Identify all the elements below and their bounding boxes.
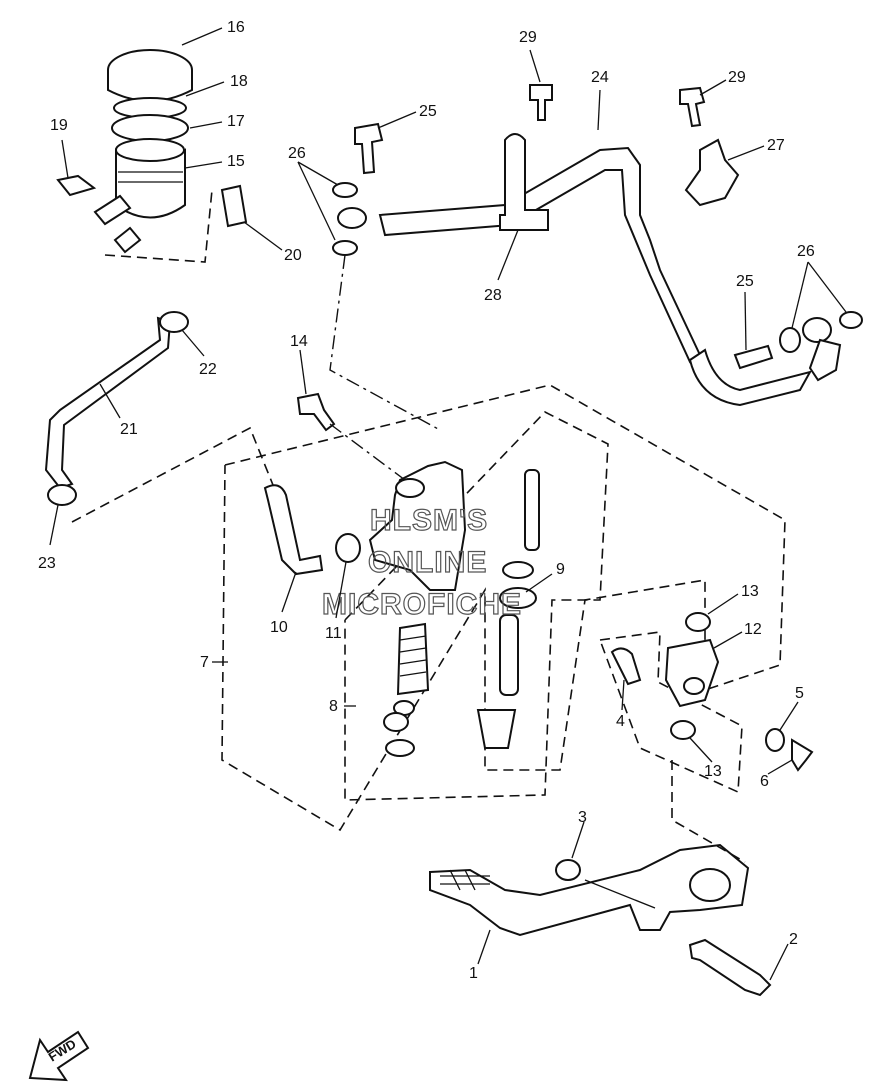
- reservoir-assembly: [56, 49, 248, 263]
- clevis-assembly: [555, 612, 814, 881]
- leader-lines: [49, 27, 847, 981]
- callout-1: 1: [469, 965, 478, 982]
- callout-29-right: 29: [728, 69, 746, 86]
- watermark: HLSM'S ONLINE MICROFICHE: [321, 503, 522, 621]
- watermark-line-3: MICROFICHE: [322, 588, 522, 621]
- callout-18: 18: [230, 73, 248, 90]
- callout-29-top: 29: [519, 29, 537, 46]
- callout-26-right: 26: [797, 243, 815, 260]
- callout-labels: 16 18 17 15 19 20 22 21 23 29 29 24 25 2…: [38, 19, 815, 982]
- reservoir-hose: [44, 311, 276, 523]
- callout-26-left: 26: [288, 145, 306, 162]
- callout-16: 16: [227, 19, 245, 36]
- callout-23: 23: [38, 555, 56, 572]
- watermark-line-1: HLSM'S: [370, 504, 488, 537]
- callout-24: 24: [591, 69, 609, 86]
- callout-2: 2: [789, 931, 798, 948]
- callout-9: 9: [556, 561, 565, 578]
- callout-7: 7: [200, 654, 209, 671]
- callout-19: 19: [50, 117, 68, 134]
- callout-25-left: 25: [419, 103, 437, 120]
- watermark-line-2: ONLINE: [368, 546, 487, 579]
- callout-22: 22: [199, 361, 217, 378]
- callout-15: 15: [227, 153, 245, 170]
- callout-21: 21: [120, 421, 138, 438]
- callout-11: 11: [325, 625, 342, 642]
- callout-10: 10: [270, 619, 288, 636]
- fwd-arrow-icon: FWD: [28, 1030, 90, 1082]
- brake-hose: [329, 84, 863, 431]
- callout-12: 12: [744, 621, 762, 638]
- callout-25-right: 25: [736, 273, 754, 290]
- callout-17: 17: [227, 113, 245, 130]
- callout-13-top: 13: [741, 583, 759, 600]
- brake-pedal: [429, 760, 772, 997]
- callout-14: 14: [290, 333, 308, 350]
- callout-13-bottom: 13: [704, 763, 722, 780]
- callout-8: 8: [329, 698, 338, 715]
- callout-20: 20: [284, 247, 302, 264]
- callout-28: 28: [484, 287, 502, 304]
- callout-6: 6: [760, 773, 769, 790]
- callout-3: 3: [578, 809, 587, 826]
- callout-5: 5: [795, 685, 804, 702]
- callout-4: 4: [616, 713, 625, 730]
- callout-27: 27: [767, 137, 785, 154]
- master-cylinder: [263, 392, 540, 757]
